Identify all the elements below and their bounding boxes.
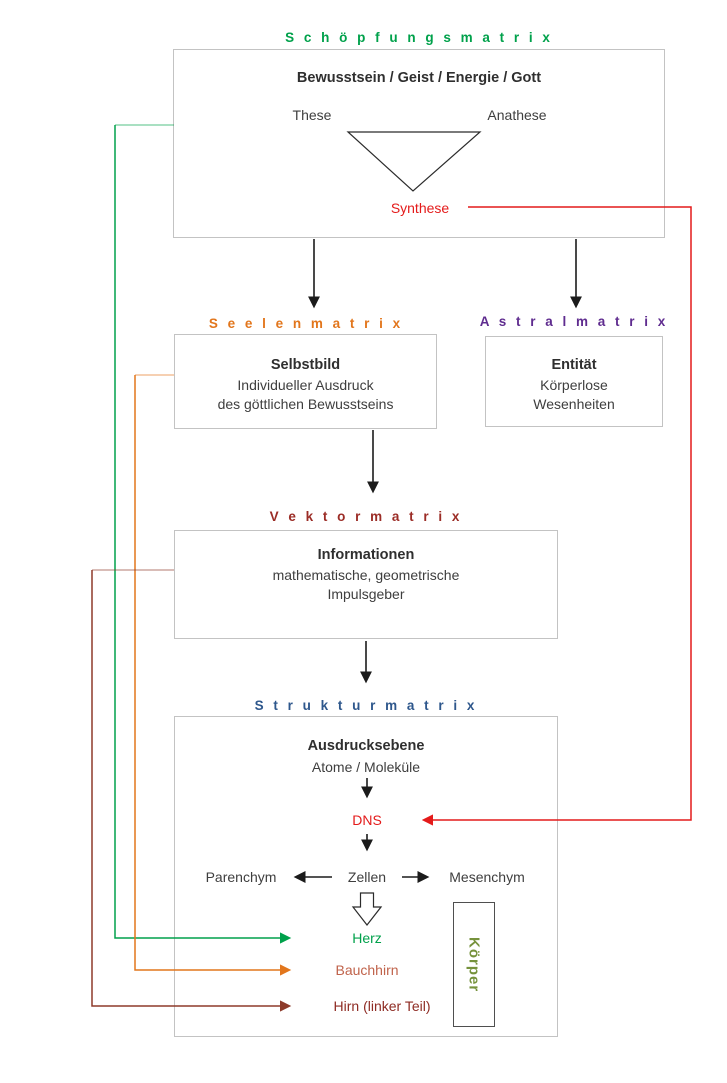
parenchym-label: Parenchym — [205, 869, 277, 885]
astral-line1: Körperlose — [540, 376, 608, 393]
anathese-label: Anathese — [487, 107, 547, 123]
synthese-label: Synthese — [390, 200, 450, 216]
vektor-line2: Impulsgeber — [327, 586, 405, 602]
seelenmatrix-box — [174, 334, 437, 429]
seele-line2: des göttlichen Bewusstseins — [217, 396, 394, 412]
seele-line1: Individueller Ausdruck — [237, 376, 374, 393]
line-vektor-to-hirn — [91, 569, 292, 1012]
schoepfung-heading: Bewusstsein / Geist / Energie / Gott — [296, 70, 542, 86]
koerper-label: Körper — [465, 936, 483, 993]
title-seelenmatrix: S e e l e n m a t r i x — [208, 316, 404, 331]
title-schoepfungsmatrix: S c h ö p f u n g s m a t r i x — [285, 30, 553, 45]
astralmatrix-box — [485, 336, 663, 427]
hirn-label: Hirn (linker Teil) — [333, 998, 431, 1014]
triangle-these-anathese-synthese — [346, 131, 482, 192]
line-synthese-to-dns — [421, 206, 692, 826]
astral-heading: Entität — [551, 357, 597, 373]
astral-line2: Wesenheiten — [533, 396, 615, 412]
hollow-arrow-zellen-to-herz — [351, 892, 383, 926]
struktur-heading: Ausdrucksebene — [307, 738, 425, 754]
these-label: These — [292, 107, 332, 123]
dns-label: DNS — [352, 812, 382, 828]
koerper-box: Körper — [453, 902, 495, 1027]
line-seele-to-bauchhirn — [134, 374, 292, 976]
zellen-label: Zellen — [347, 869, 387, 885]
title-vektormatrix: V e k t o r m a t r i x — [269, 509, 463, 524]
vektor-text-block: Informationen mathematische, geometrisch… — [174, 546, 558, 605]
vektor-heading: Informationen — [317, 547, 415, 563]
mesenchym-label: Mesenchym — [449, 869, 525, 885]
bauchhirn-label: Bauchhirn — [335, 962, 399, 978]
title-strukturmatrix: S t r u k t u r m a t r i x — [254, 698, 478, 713]
seele-heading: Selbstbild — [270, 357, 341, 373]
atome-molekuele-label: Atome / Moleküle — [311, 759, 421, 775]
vektormatrix-box — [174, 530, 558, 639]
seele-text-block: Selbstbild Individueller Ausdruck des gö… — [174, 356, 437, 415]
astral-text-block: Entität Körperlose Wesenheiten — [485, 356, 663, 415]
title-astralmatrix: A s t r a l m a t r i x — [479, 314, 669, 329]
herz-label: Herz — [352, 930, 382, 946]
vektor-line1: mathematische, geometrische — [272, 566, 460, 583]
line-schoepfung-to-herz — [114, 124, 292, 944]
